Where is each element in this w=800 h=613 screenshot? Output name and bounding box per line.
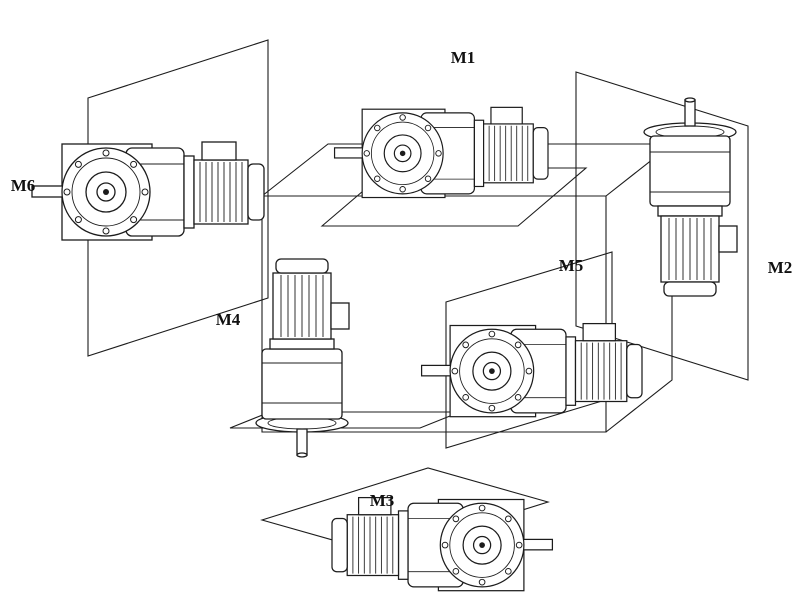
label-m2: M2	[768, 258, 793, 277]
label-m1: M1	[451, 48, 476, 67]
label-m3: M3	[370, 491, 395, 510]
gearmotor-m4	[255, 258, 350, 458]
gearmotor-m1	[333, 106, 549, 199]
gearmotor-m2	[643, 97, 738, 297]
label-m5: M5	[559, 256, 584, 275]
label-m6: M6	[11, 176, 36, 195]
gearmotor-m5	[420, 322, 643, 418]
gearmotor-m6	[31, 141, 265, 241]
mounting-plane-m6	[87, 39, 269, 357]
gearmotor-m3	[331, 496, 554, 592]
label-m4: M4	[216, 310, 241, 329]
